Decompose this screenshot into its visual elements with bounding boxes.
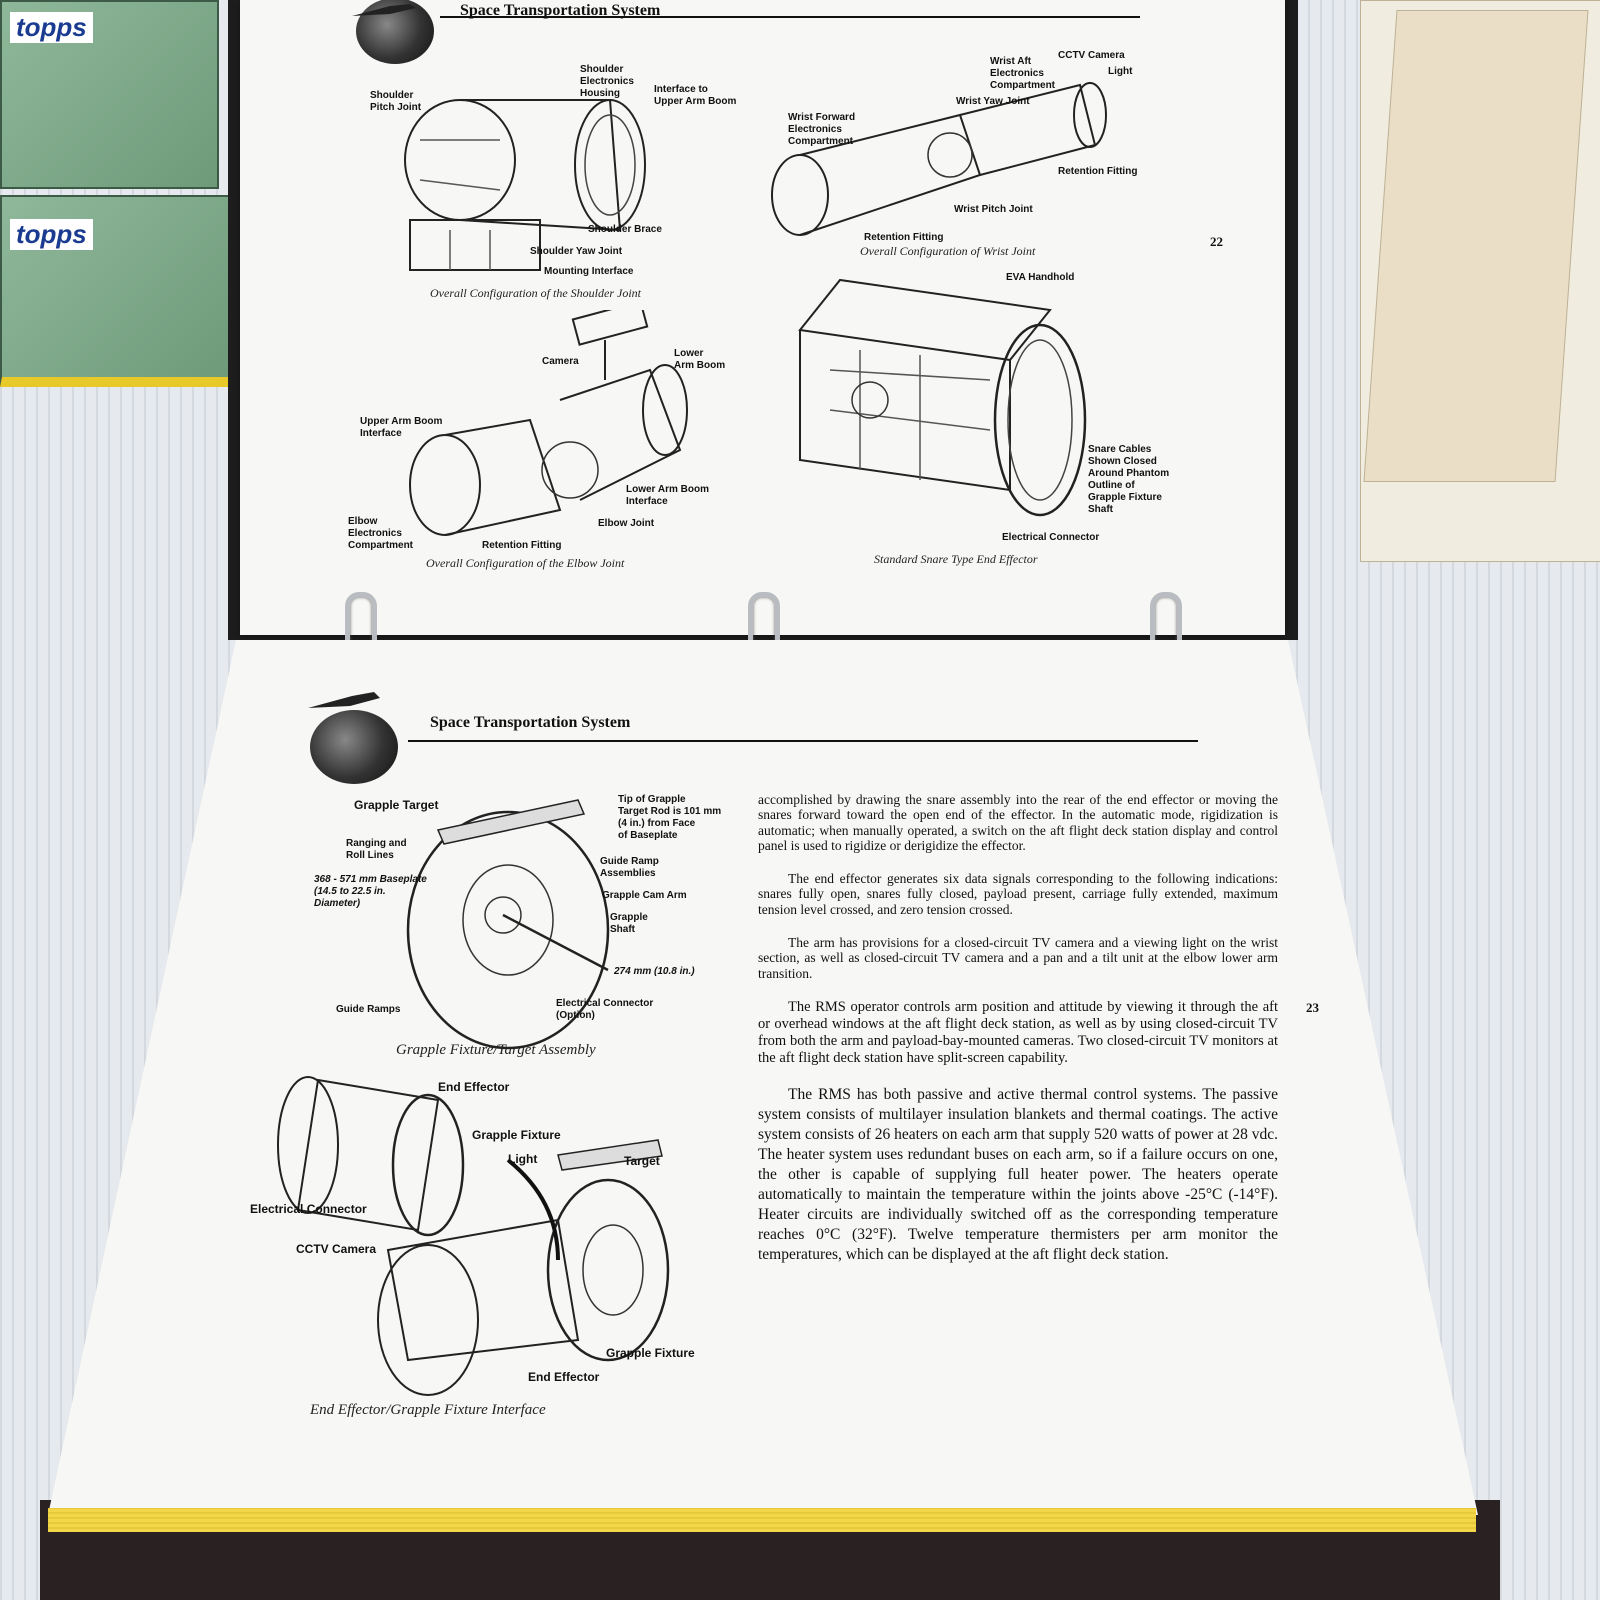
page-edges [48,1508,1476,1532]
label-wrist-pitch-joint: Wrist Pitch Joint [954,204,1033,215]
caption-shoulder-joint: Overall Configuration of the Shoulder Jo… [430,286,641,300]
page-number: 22 [1210,234,1223,249]
caption-grapple-fixture: Grapple Fixture/Target Assembly [396,1042,596,1058]
label-tip-of-grapple: Tip of Grapple Target Rod is 101 mm (4 i… [618,794,722,841]
label-lower-arm-boom: Lower Arm Boom [674,348,726,371]
paragraph: The end effector generates six data sign… [758,871,1278,917]
label-shoulder-brace: Shoulder Brace [588,224,662,235]
body-text-column: accomplished by drawing the snare assemb… [758,792,1278,1283]
label-light: Light [1108,66,1133,77]
paper-bundle [1363,10,1589,482]
label-target: Target [624,1154,660,1168]
label-guide-ramps: Guide Ramps [336,1004,401,1015]
shuttle-icon [308,692,380,708]
label-cctv-camera: CCTV Camera [296,1242,377,1256]
label-wrist-yaw-joint: Wrist Yaw Joint [956,96,1030,107]
label-end-effector-bottom: End Effector [528,1370,600,1384]
label-electrical-connector-option: Electrical Connector (Option) [556,998,654,1021]
paragraph: The arm has provisions for a closed-circ… [758,935,1278,981]
page-header: Space Transportation System [430,714,631,731]
end-effector-drawing [798,278,1087,517]
label-mounting-interface: Mounting Interface [544,266,634,277]
label-interface-upper-arm: Interface to Upper Arm Boom [654,84,737,107]
label-electrical-connector-top: Electrical Connector [1002,532,1100,543]
header-rule [440,16,1140,18]
label-wrist-aft-electronics: Wrist Aft Electronics Compartment [990,56,1056,91]
page-23: Space Transportation System 23 Grapple T… [48,640,1478,1515]
label-grapple-fixture-top: Grapple Fixture [472,1128,561,1142]
label-shoulder-electronics-housing: Shoulder Electronics Housing [580,64,634,99]
globe-emblem [310,710,398,784]
paragraph: accomplished by drawing the snare assemb… [758,792,1278,853]
label-shoulder-pitch-joint: Shoulder Pitch Joint [370,90,422,113]
label-baseplate: 368 - 571 mm Baseplate (14.5 to 22.5 in.… [314,874,427,909]
label-grapple-cam-arm: Grapple Cam Arm [602,890,687,901]
label-retention-fitting-right: Retention Fitting [1058,166,1138,177]
paragraph: The RMS has both passive and active ther… [758,1085,1278,1263]
label-end-effector-top: End Effector [438,1080,510,1094]
label-lower-arm-boom-interface: Lower Arm Boom Interface [626,484,709,507]
elbow-joint-drawing [409,310,688,536]
caption-interface: End Effector/Grapple Fixture Interface [310,1402,546,1418]
label-grapple-fixture-bottom: Grapple Fixture [606,1346,695,1360]
label-retention-fitting-left: Retention Fitting [864,232,944,243]
label-electrical-connector-bottom: Electrical Connector [250,1202,367,1216]
grapple-fixture-drawing [406,799,610,1050]
label-guide-ramp-assemblies: Guide Ramp Assemblies [600,856,659,879]
label-cctv-camera: CCTV Camera [1058,50,1125,61]
label-grapple-shaft: Grapple Shaft [610,912,648,935]
page-header: Space Transportation System [460,2,661,19]
header-rule [408,740,1198,742]
shoulder-joint-drawing [404,99,646,271]
interface-drawing [277,1076,670,1396]
label-light: Light [508,1152,538,1166]
paragraph: The RMS operator controls arm position a… [758,998,1278,1066]
caption-wrist-joint: Overall Configuration of Wrist Joint [860,244,1036,258]
label-shoulder-yaw-joint: Shoulder Yaw Joint [530,246,623,257]
shuttle-icon [352,4,416,16]
label-elbow-electronics: Elbow Electronics Compartment [348,516,414,551]
label-elbow-joint: Elbow Joint [598,518,655,529]
caption-end-effector: Standard Snare Type End Effector [874,552,1038,566]
label-retention-fitting-elbow: Retention Fitting [482,540,562,551]
label-grapple-target: Grapple Target [354,798,439,812]
label-ranging-roll-lines: Ranging and Roll Lines [346,838,407,861]
brand-logo: topps [10,219,93,250]
card-box-top: topps [0,0,219,189]
page-22: Space Transportation System 22 Shoulder … [240,0,1285,635]
brand-logo: topps [10,12,93,43]
label-eva-handhold: EVA Handhold [1006,272,1075,283]
label-wrist-forward-electronics: Wrist Forward Electronics Compartment [788,112,856,147]
caption-elbow-joint: Overall Configuration of the Elbow Joint [426,556,625,570]
label-upper-arm-boom-interface: Upper Arm Boom Interface [360,416,443,439]
label-camera: Camera [542,356,579,367]
card-box-bottom: topps [0,195,234,387]
label-274mm: 274 mm (10.8 in.) [614,966,695,977]
label-snare-cables: Snare Cables Shown Closed Around Phantom… [1088,444,1170,515]
page-number: 23 [1306,1000,1319,1015]
wrist-joint-drawing [771,82,1107,236]
